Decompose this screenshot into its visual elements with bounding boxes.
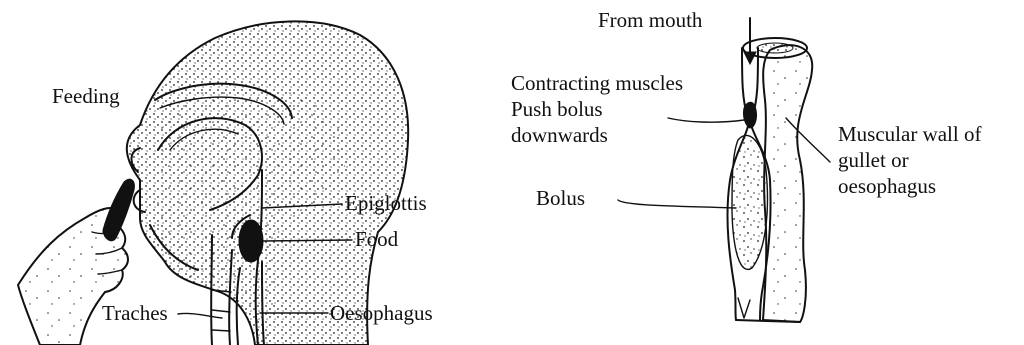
traches-leader <box>178 313 222 318</box>
top-opening-inner <box>757 43 793 53</box>
label-wall-3: oesophagus <box>838 174 936 198</box>
contracting-leader <box>668 118 744 122</box>
label-food: Food <box>355 227 399 251</box>
label-contracting-2: Push bolus <box>511 97 603 121</box>
bolus <box>732 135 767 269</box>
label-contracting-3: downwards <box>511 123 608 147</box>
label-from-mouth: From mouth <box>598 8 703 32</box>
trachea-ring-2 <box>212 310 230 312</box>
oesophagus-section <box>727 18 812 322</box>
bolus-leader <box>618 200 736 208</box>
from-mouth-arrowhead <box>744 52 756 64</box>
label-epiglottis: Epiglottis <box>345 191 427 215</box>
label-contracting-1: Contracting muscles <box>511 71 683 95</box>
food-leader <box>263 240 352 241</box>
label-wall-1: Muscular wall of <box>838 122 981 146</box>
label-oesophagus: Oesophagus <box>330 301 433 325</box>
label-traches: Traches <box>102 301 168 325</box>
trachea-ring-3 <box>212 330 230 331</box>
bottom-detail <box>738 298 750 318</box>
contraction-mark <box>743 102 756 128</box>
food-bolus <box>239 220 263 262</box>
head-cross-section <box>127 21 408 345</box>
label-wall-2: gullet or <box>838 148 909 172</box>
label-feeding: Feeding <box>52 84 120 108</box>
label-bolus: Bolus <box>536 186 585 210</box>
